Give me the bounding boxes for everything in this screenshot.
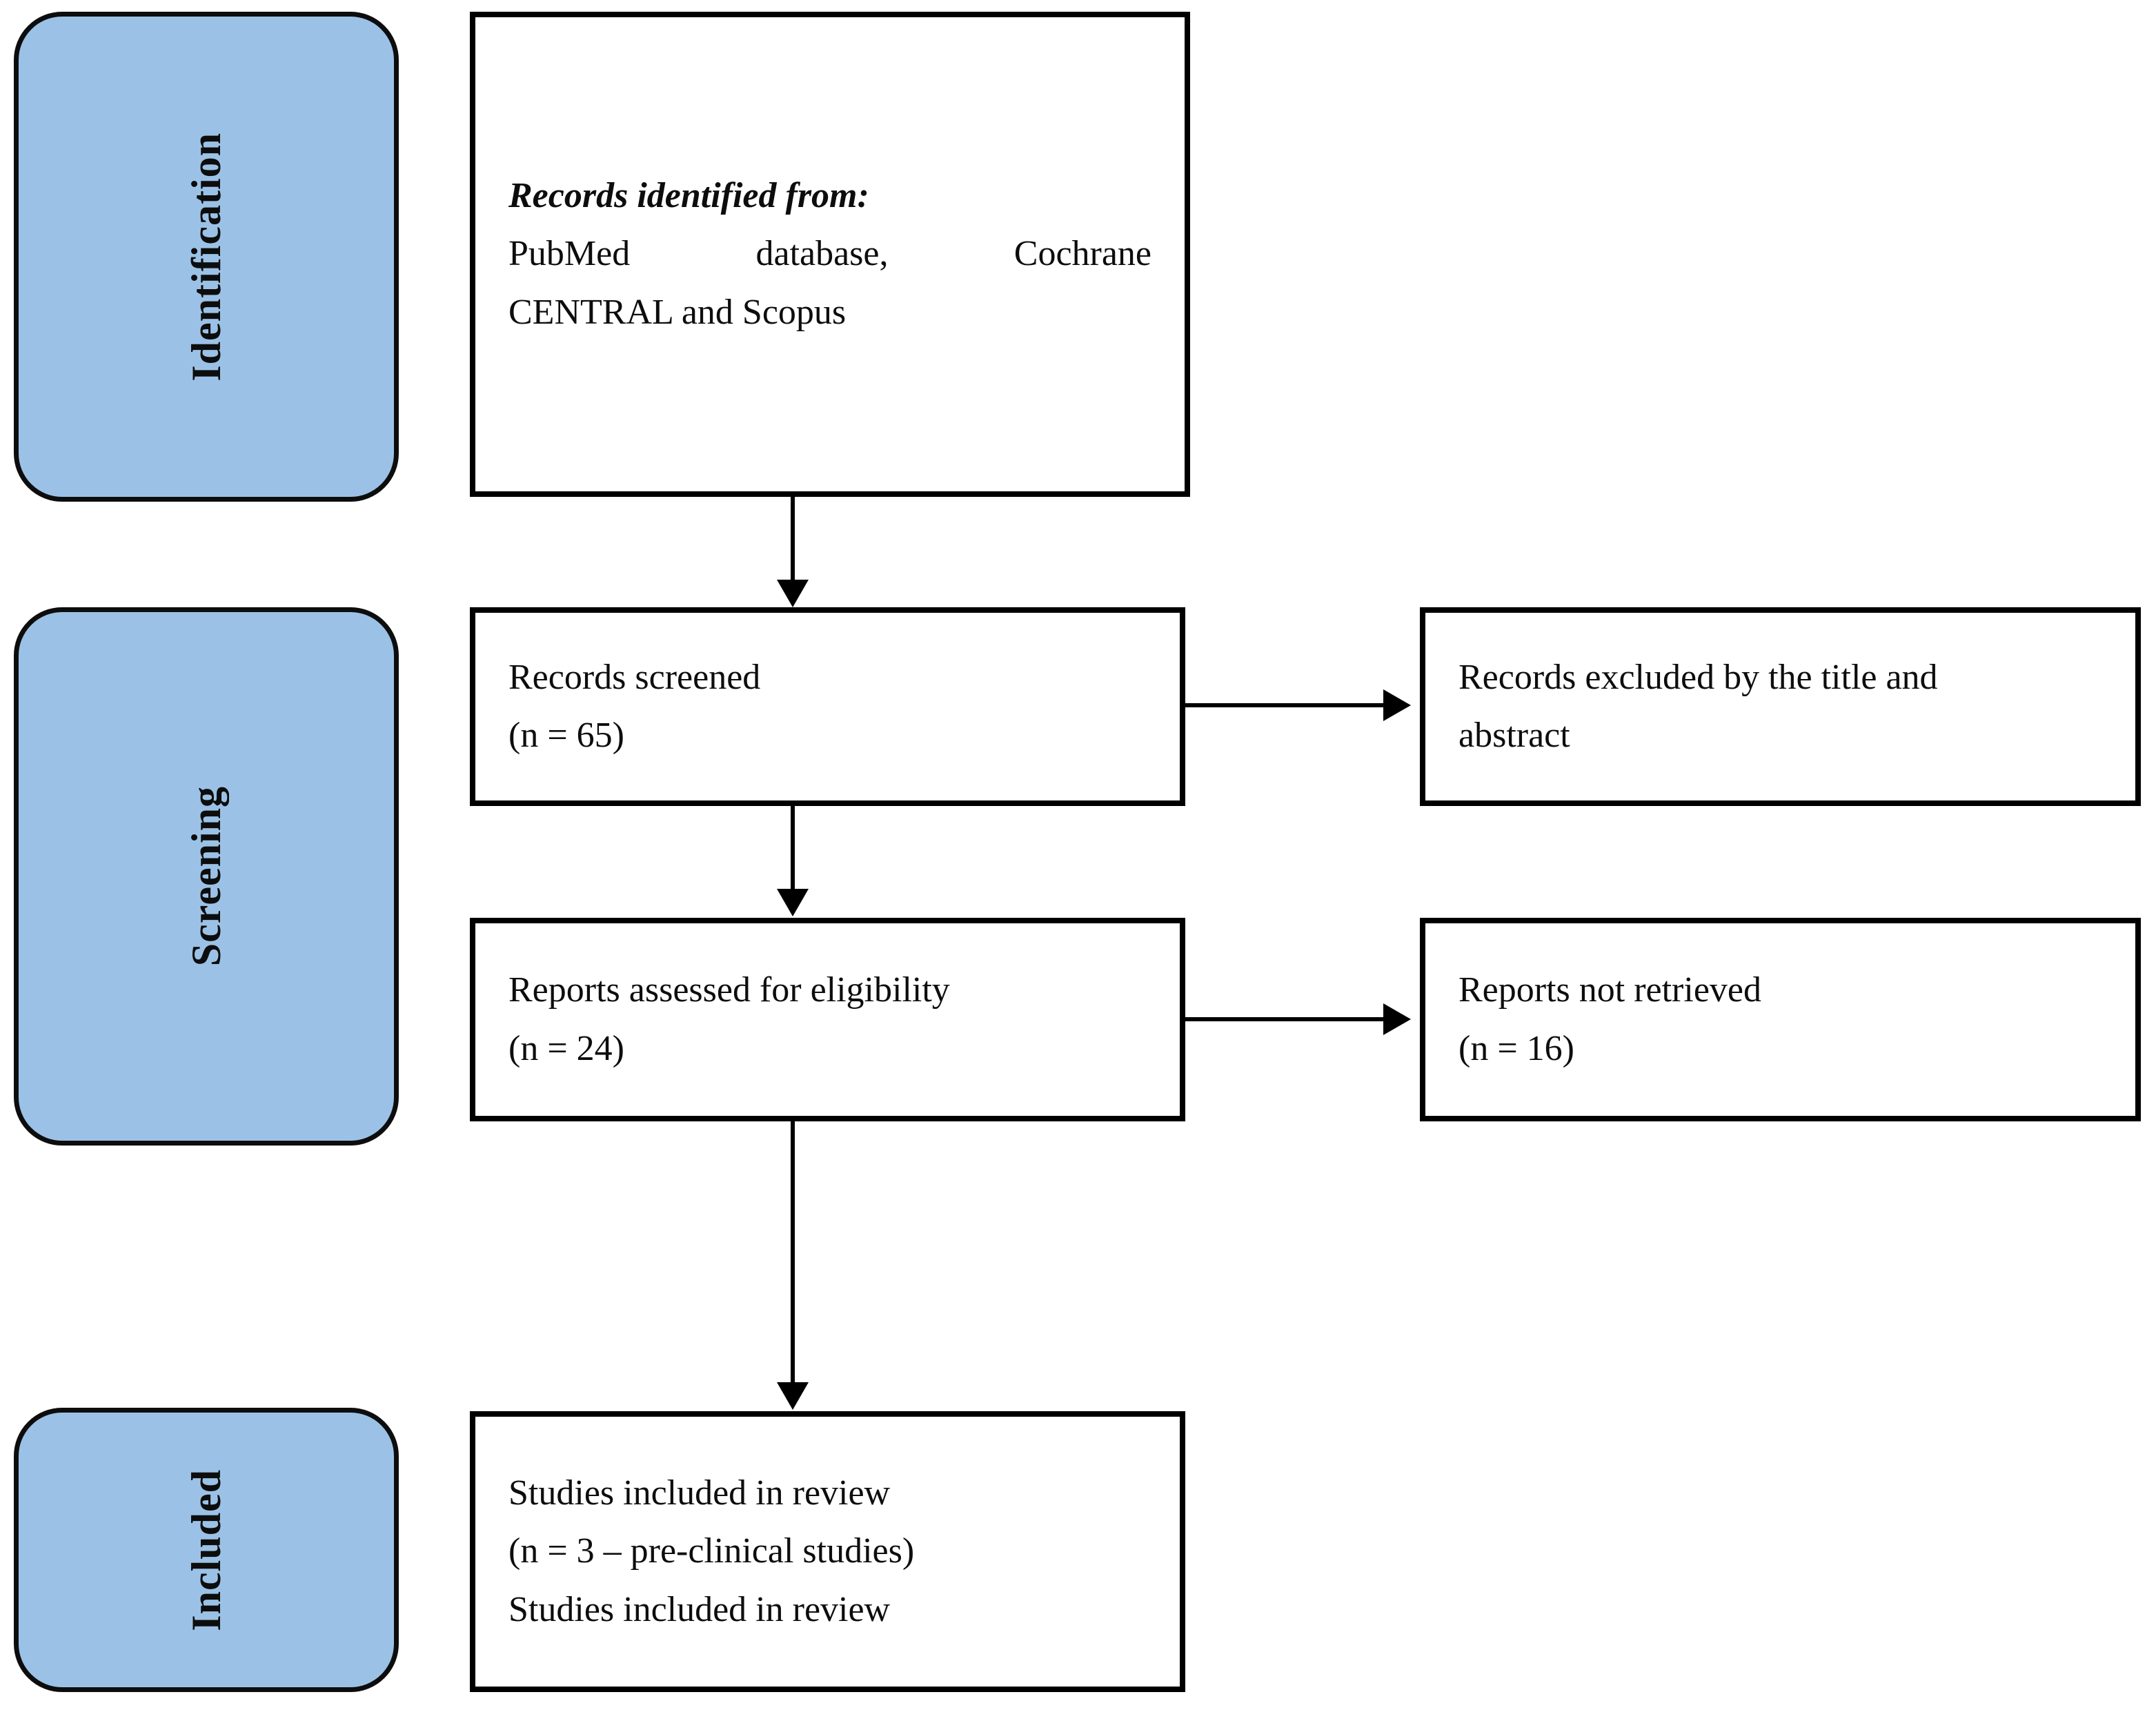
- stage-label-identification: Identification: [183, 132, 229, 382]
- arrowhead-screened-to-assessed: [777, 889, 809, 916]
- stage-box-identification: Identification: [14, 12, 399, 502]
- box-records-screened: Records screened (n = 65): [470, 607, 1185, 806]
- arrowhead-identified-to-screened: [777, 580, 809, 607]
- reports-not-retrieved-count: (n = 16): [1458, 1028, 1574, 1068]
- stage-box-included: Included: [14, 1408, 399, 1692]
- arrowhead-assessed-to-not-retrieved: [1383, 1003, 1411, 1035]
- arrow-assessed-to-not-retrieved: [1185, 1017, 1385, 1021]
- box-records-excluded: Records excluded by the title and abstra…: [1420, 607, 2141, 806]
- records-screened-count: (n = 65): [508, 716, 624, 755]
- studies-included-label-line-1: Studies included in review: [508, 1473, 891, 1513]
- box-reports-assessed: Reports assessed for eligibility (n = 24…: [470, 918, 1185, 1121]
- studies-included-label-line-2: Studies included in review: [508, 1589, 891, 1629]
- box-studies-included: Studies included in review (n = 3 – pre-…: [470, 1411, 1185, 1692]
- reports-assessed-label: Reports assessed for eligibility: [508, 970, 950, 1010]
- box-records-identified: Records identified from: PubMed database…: [470, 12, 1190, 497]
- records-identified-heading: Records identified from:: [508, 176, 869, 216]
- records-identified-source-line-2: CENTRAL and Scopus: [508, 292, 847, 332]
- arrowhead-assessed-to-included: [777, 1382, 809, 1410]
- stage-label-screening: Screening: [183, 786, 229, 967]
- reports-assessed-count: (n = 24): [508, 1028, 624, 1068]
- records-excluded-label-line-1: Records excluded by the title and: [1458, 657, 1938, 697]
- records-identified-source-line-1: PubMed database, Cochrane: [508, 234, 1151, 274]
- studies-included-count: (n = 3 – pre-clinical studies): [508, 1531, 915, 1571]
- arrow-screened-to-excluded: [1185, 703, 1385, 707]
- arrow-assessed-to-included: [791, 1121, 795, 1384]
- arrow-identified-to-screened: [791, 497, 795, 583]
- arrowhead-screened-to-excluded: [1383, 689, 1411, 721]
- stage-box-screening: Screening: [14, 607, 399, 1146]
- records-excluded-label-line-2: abstract: [1458, 716, 1570, 755]
- arrow-screened-to-assessed: [791, 806, 795, 890]
- reports-not-retrieved-label: Reports not retrieved: [1458, 970, 1761, 1010]
- stage-label-included: Included: [183, 1468, 229, 1631]
- box-reports-not-retrieved: Reports not retrieved (n = 16): [1420, 918, 2141, 1121]
- records-screened-label: Records screened: [508, 657, 761, 697]
